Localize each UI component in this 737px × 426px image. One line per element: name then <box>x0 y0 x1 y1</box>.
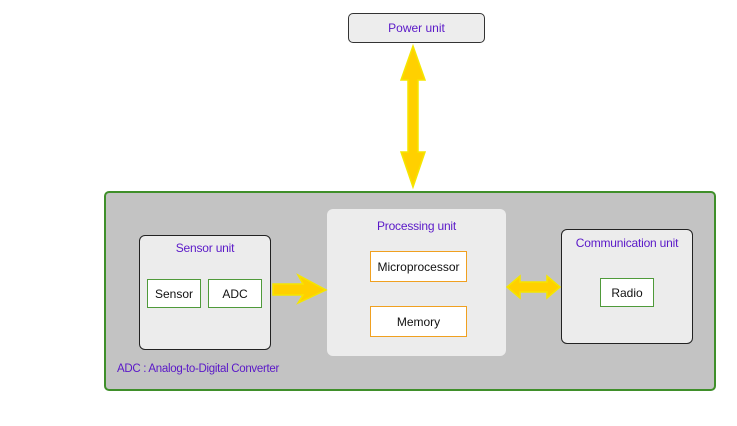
adc-abbreviation-note: ADC : Analog-to-Digital Converter <box>117 363 280 375</box>
adc-component-label: ADC <box>222 286 248 301</box>
sensor-component-label: Sensor <box>154 286 194 301</box>
memory-box: Memory <box>370 306 467 337</box>
memory-label: Memory <box>396 314 441 329</box>
radio-component-box: Radio <box>600 278 654 307</box>
processing-communication-bidirectional-arrow <box>505 274 562 300</box>
sensor-to-processing-arrow <box>272 273 328 305</box>
microprocessor-box: Microprocessor <box>370 251 467 282</box>
sensor-component-box: Sensor <box>147 279 201 308</box>
power-unit-box: Power unit <box>348 13 485 43</box>
microprocessor-label: Microprocessor <box>377 259 460 274</box>
power-bidirectional-arrow <box>399 43 427 190</box>
sensor-unit-label: Sensor unit <box>175 241 235 255</box>
processing-unit-label: Processing unit <box>376 219 457 233</box>
radio-component-label: Radio <box>611 285 643 300</box>
adc-component-box: ADC <box>208 279 262 308</box>
communication-unit-label: Communication unit <box>575 236 679 250</box>
power-unit-label: Power unit <box>388 21 445 35</box>
